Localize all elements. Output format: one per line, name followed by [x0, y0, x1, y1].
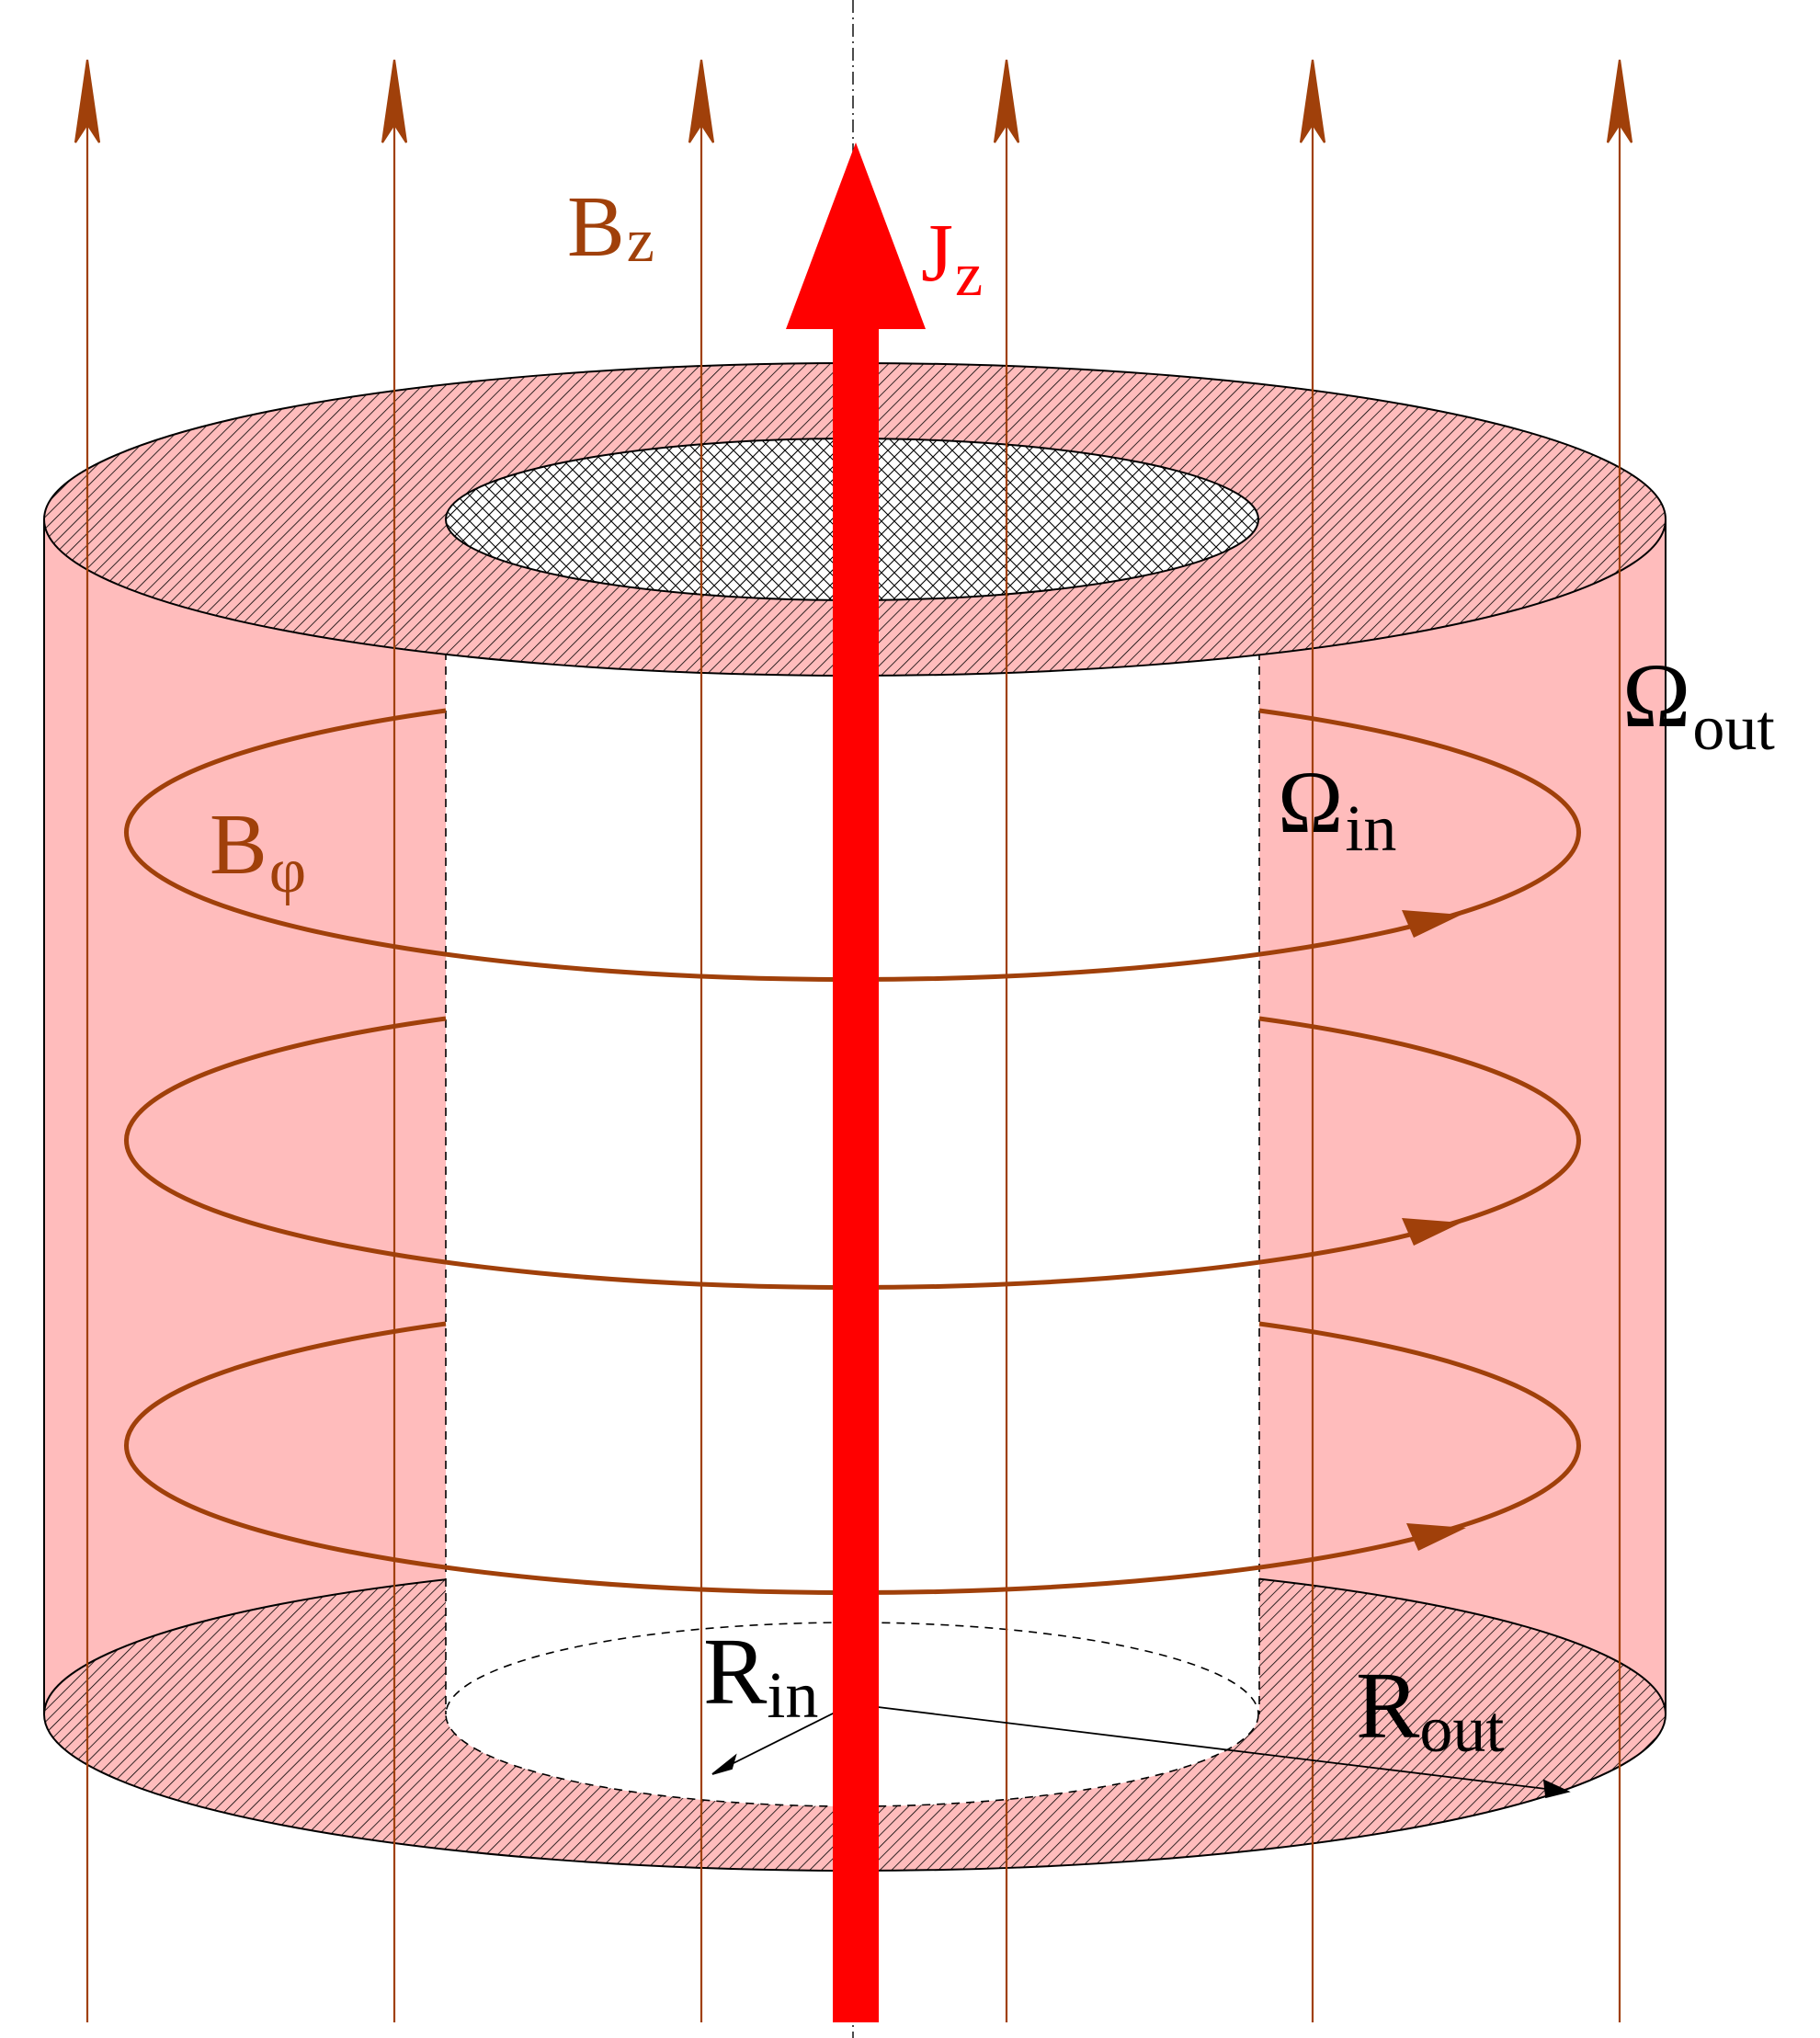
omega-out-label: Ωout [1622, 644, 1775, 764]
bz-field-lines [74, 59, 1633, 2022]
r-in-label: Rin [703, 1619, 818, 1732]
bz-label: Bz [567, 179, 654, 275]
jz-current-arrow [786, 142, 926, 2022]
bphi-label: Bφ [210, 797, 306, 906]
jz-label: Jz [921, 208, 983, 309]
omega-in-label: Ωin [1278, 753, 1396, 865]
radius-arrows [711, 1706, 1571, 1799]
r-out-label: Rout [1356, 1653, 1504, 1766]
bphi-arrowheads [1402, 910, 1466, 1551]
